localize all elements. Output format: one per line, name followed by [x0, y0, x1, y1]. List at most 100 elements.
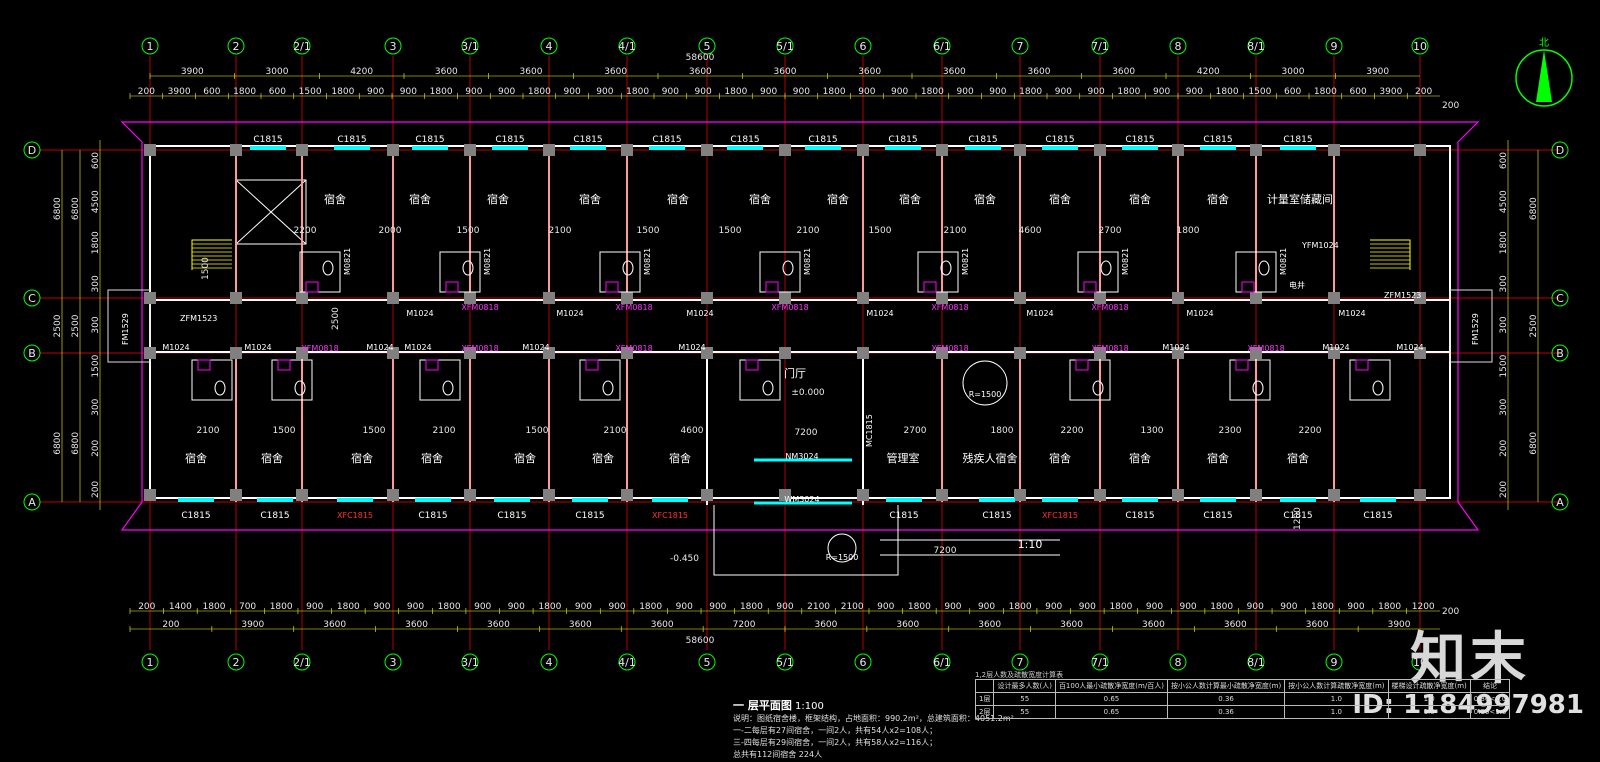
table-caption: 1,2层人数及疏散宽度计算表: [975, 671, 1064, 679]
table-cell: 按小公人数计算最小疏散净宽度(m): [1166, 679, 1286, 693]
door-label: M1024: [678, 343, 705, 352]
dim-value: 3900: [1379, 87, 1402, 97]
dim-value: 1400: [169, 602, 192, 612]
axis-bubble: [227, 653, 245, 671]
corridor-width: 2500: [331, 307, 341, 330]
row-label: B: [28, 347, 36, 360]
room-dim: 2100: [549, 226, 572, 236]
canopy-circle: [827, 533, 857, 563]
window-label: C1815: [888, 135, 917, 145]
axis-label: 8/1: [1247, 656, 1265, 669]
column: [1328, 347, 1340, 359]
dim-value: 900: [474, 602, 491, 612]
column: [230, 144, 242, 156]
toilet-icon: [214, 380, 226, 396]
dim-value: 900: [760, 87, 777, 97]
dim-value: 900: [695, 87, 712, 97]
table-cell: 设计最多人数(人): [993, 679, 1056, 693]
column: [296, 347, 308, 359]
axis-label: 3: [390, 40, 397, 53]
room-dim: 2100: [944, 226, 967, 236]
axis-label: 9: [1331, 656, 1338, 669]
axis-bubble: [1091, 653, 1109, 671]
door-label: M0821: [343, 248, 352, 275]
door-wm3024: WM3024: [784, 495, 819, 504]
axis-bubble: [776, 653, 794, 671]
axis-bubble: [461, 37, 479, 55]
fire-door-label: XFM0818: [931, 303, 968, 312]
dim-value: 3900: [181, 67, 204, 77]
column: [387, 347, 399, 359]
axis-label: 6/1: [933, 656, 951, 669]
row-label: A: [1556, 496, 1564, 509]
dim-value: 900: [793, 87, 810, 97]
dim-value: 6800: [71, 197, 81, 220]
column: [1250, 347, 1262, 359]
axis-bubble: [1325, 37, 1343, 55]
bathroom: [299, 251, 341, 293]
column: [1328, 144, 1340, 156]
dim-value: 900: [373, 602, 390, 612]
dim-value: 900: [596, 87, 613, 97]
dim-value: 600: [1350, 87, 1367, 97]
column: [1094, 144, 1106, 156]
axis-bubble: [141, 653, 159, 671]
dim-value: 300: [91, 316, 101, 333]
fire-door-label: XFM0818: [931, 344, 968, 353]
shower-icon: [305, 281, 319, 293]
axis-bubble: [1011, 37, 1029, 55]
column: [464, 489, 476, 501]
toilet-icon: [762, 380, 774, 396]
entry-width: 7200: [934, 546, 957, 556]
bathroom: [271, 359, 313, 401]
column: [543, 144, 555, 156]
window-label: C1815: [730, 135, 759, 145]
dim-value: 200: [162, 620, 179, 630]
dim-value: 6800: [71, 432, 81, 455]
shower-icon: [745, 359, 759, 371]
dim-value: 900: [944, 602, 961, 612]
note-line-1: 说明：图纸宿舍楼，框架结构，占地面积：990.2m²，总建筑面积：4051.2m…: [733, 714, 1014, 723]
row-bubble: [1551, 493, 1569, 511]
toilet-icon: [442, 380, 454, 396]
bathroom: [439, 251, 481, 293]
column: [387, 292, 399, 304]
window-label: C1815: [652, 135, 681, 145]
column: [621, 292, 633, 304]
column: [857, 489, 869, 501]
dim-value: 200: [91, 439, 101, 456]
plan-title: 一 层平面图: [733, 699, 792, 712]
door-label: M1024: [404, 343, 431, 352]
shower-icon: [1075, 359, 1089, 371]
dim-value: 1800: [233, 87, 256, 97]
table-cell: 结论: [1469, 679, 1511, 693]
room-label-top: 宿舍: [487, 192, 509, 206]
room-label-bottom: 宿舍: [669, 451, 691, 465]
dim-value: 900: [1179, 602, 1196, 612]
column: [857, 144, 869, 156]
dim-value: 900: [1079, 602, 1096, 612]
door-label: M1024: [1338, 309, 1365, 318]
axis-label: 2/1: [293, 656, 311, 669]
room-dim: 1500: [869, 226, 892, 236]
dim-value: 900: [1153, 87, 1170, 97]
room-label-top: 宿舍: [827, 192, 849, 206]
dim-value: 600: [1499, 152, 1509, 169]
axis-bubble: [227, 37, 245, 55]
bathroom: [1349, 359, 1391, 401]
table-cell: 1.0: [1284, 692, 1389, 706]
column: [701, 347, 713, 359]
toilet-icon: [1100, 260, 1112, 276]
room-dim: 2200: [1061, 426, 1084, 436]
dim-value: 1800: [1009, 602, 1032, 612]
dim-value: 1800: [270, 602, 293, 612]
column: [1414, 347, 1426, 359]
axis-label: 7: [1017, 40, 1024, 53]
room-dim: 1500: [363, 426, 386, 436]
axis-label: 3/1: [461, 40, 479, 53]
room-label-top: 宿舍: [1129, 192, 1151, 206]
window-openings: [178, 146, 1396, 505]
axis-label: 4: [546, 656, 553, 669]
electric-well: 电井: [1289, 280, 1305, 290]
room-dim: 2000: [379, 226, 402, 236]
